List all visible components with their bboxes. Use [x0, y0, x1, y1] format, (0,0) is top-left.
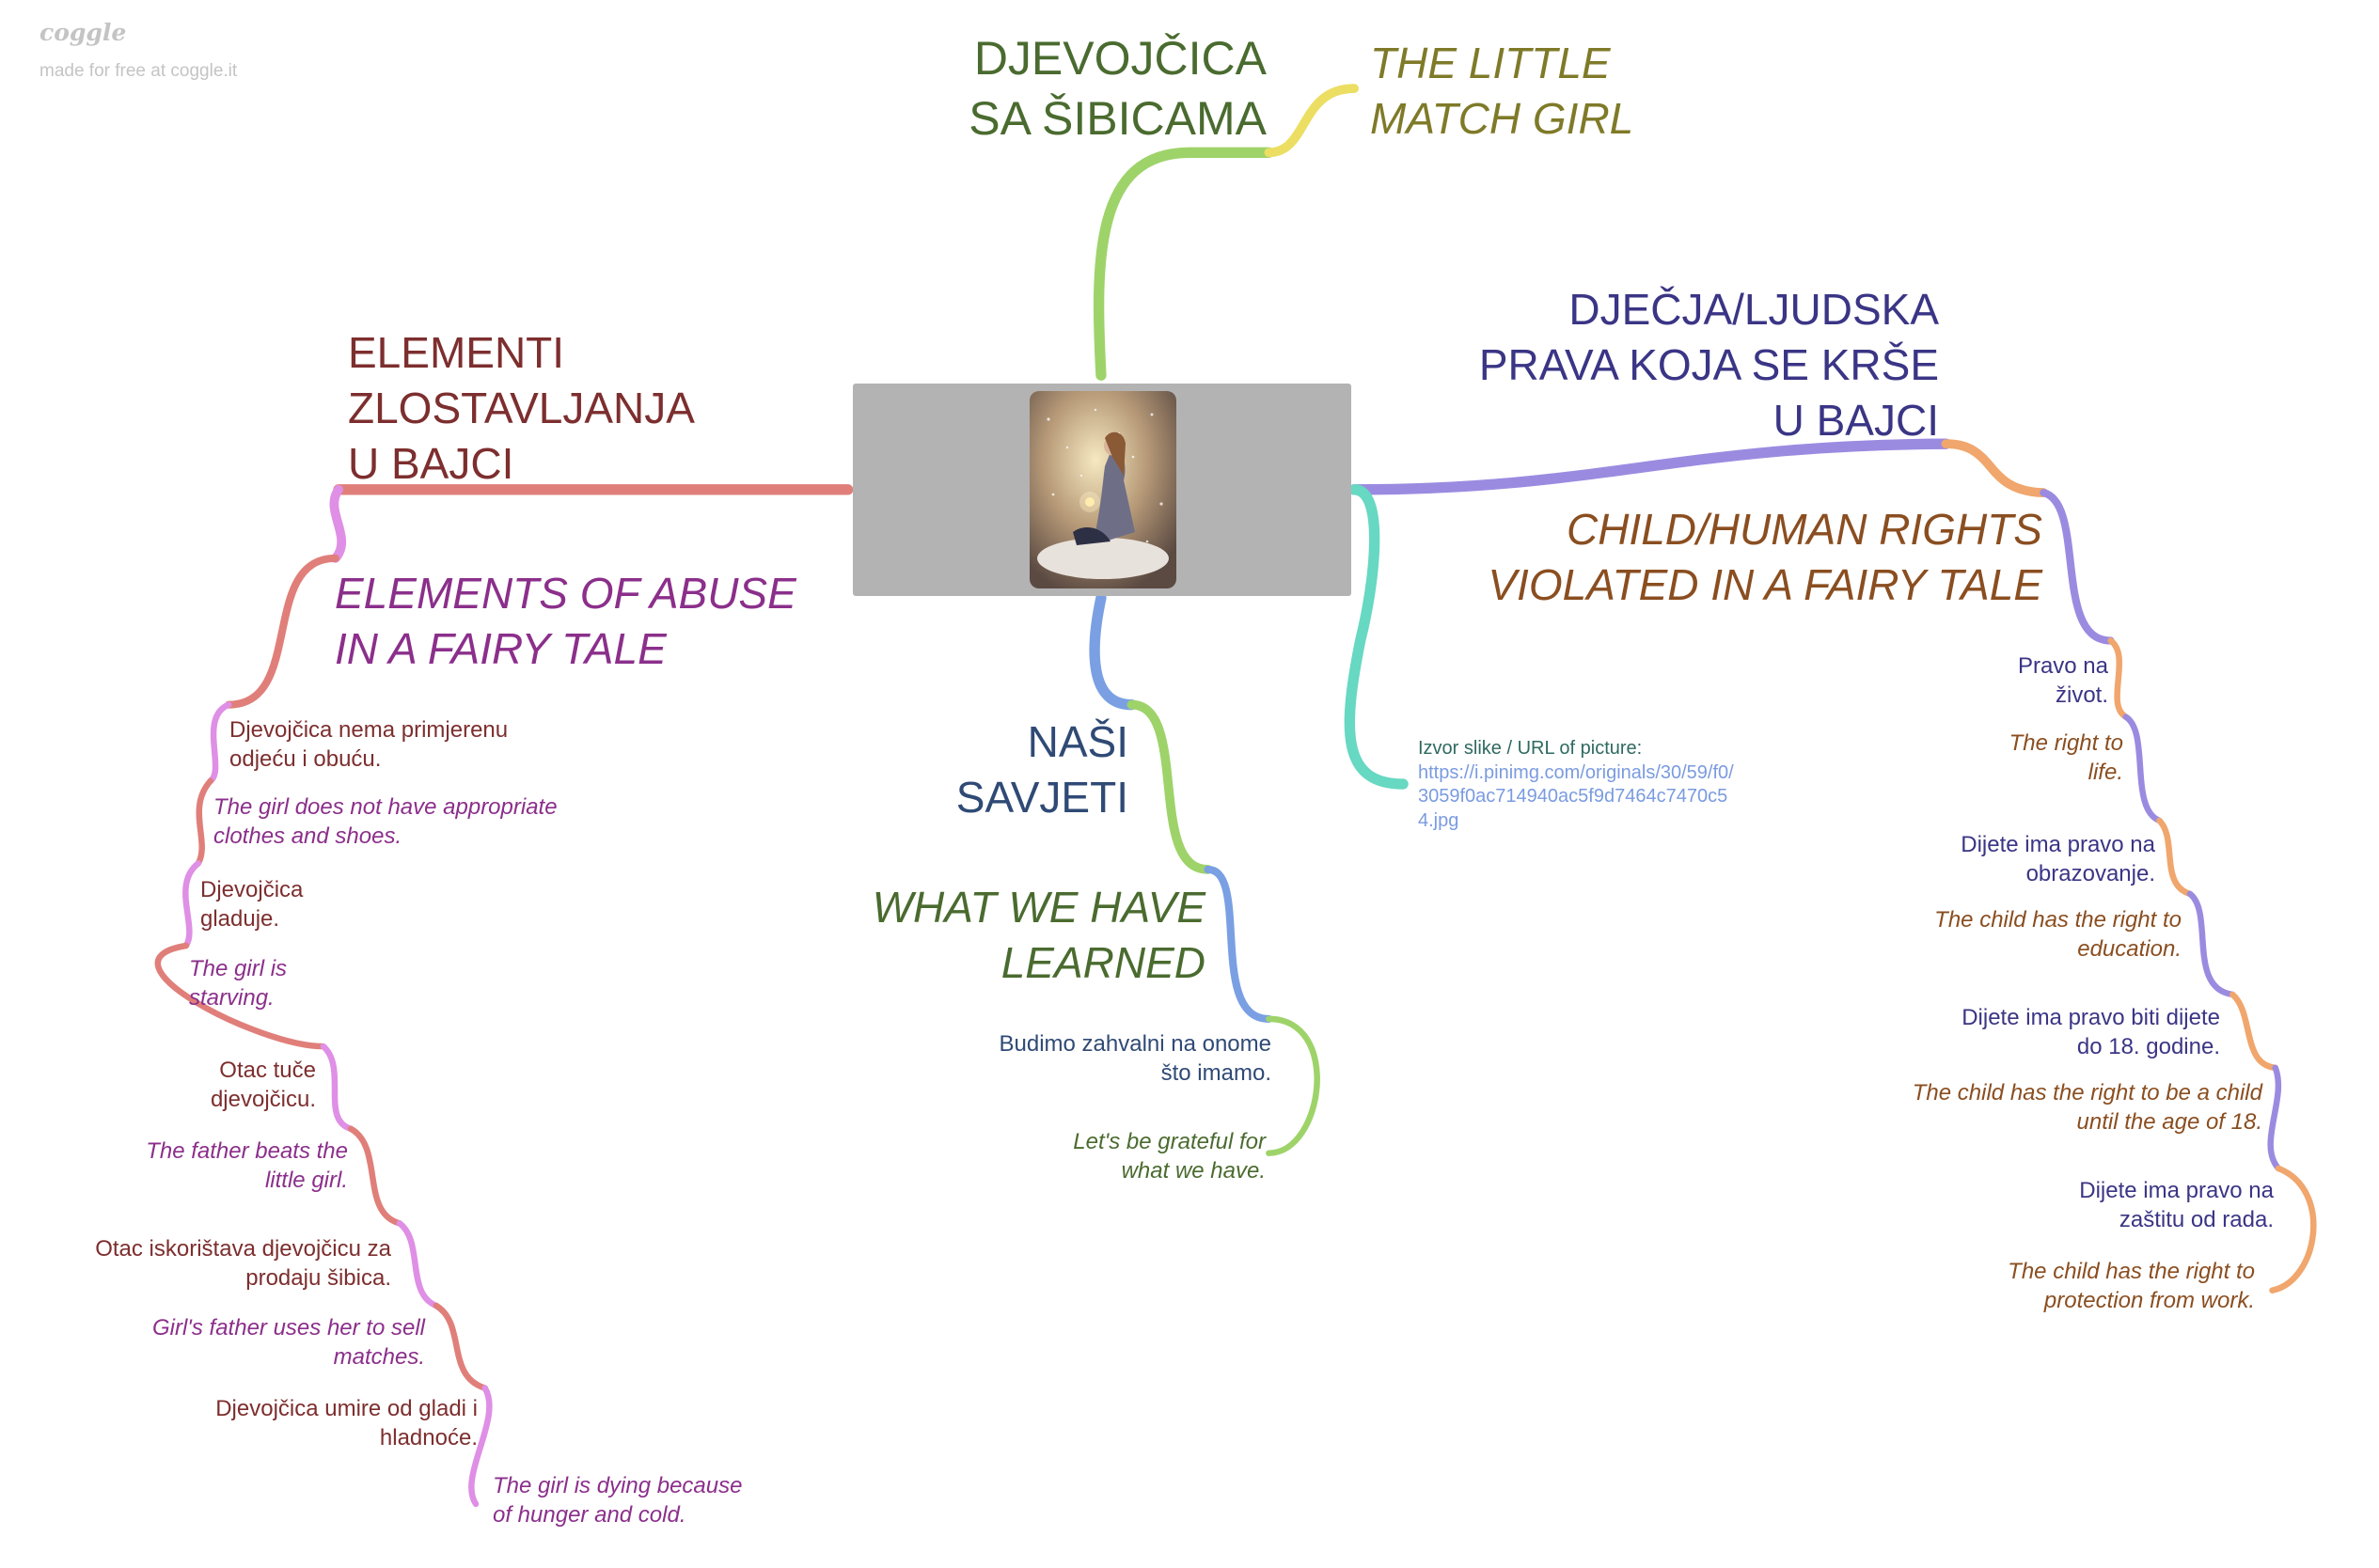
- branch-abuse-en: [329, 484, 347, 563]
- branch-rights-1-en: [2107, 637, 2130, 720]
- branch-rights-3: [2186, 890, 2236, 998]
- abuse-heading-croatian[interactable]: ELEMENTI ZLOSTAVLJANJA U BAJCI: [348, 328, 695, 488]
- abuse-item-5-english[interactable]: The girl is dying because of hunger and …: [493, 1473, 743, 1528]
- branch-abuse-4: [347, 1125, 403, 1227]
- rights-item-3-english[interactable]: The child has the right to be a child un…: [1912, 1080, 2262, 1135]
- abuse-item-4-english[interactable]: Girl's father uses her to sell matches.: [151, 1315, 425, 1370]
- branch-advice-1-en: [1266, 1015, 1320, 1156]
- abuse-heading-english[interactable]: ELEMENTS OF ABUSE IN A FAIRY TALE: [335, 569, 796, 673]
- advice-heading-croatian[interactable]: NAŠI SAVJETI: [955, 717, 1128, 822]
- image-source-link-line-1[interactable]: https://i.pinimg.com/originals/30/59/f0/: [1418, 761, 1734, 783]
- watermark-text: made for free at coggle.it: [39, 61, 238, 81]
- match-girl-illustration: [1030, 391, 1176, 588]
- branch-abuse-3: [154, 942, 327, 1050]
- rights-item-1-english[interactable]: The right to life.: [2009, 730, 2123, 785]
- branch-rights: [1348, 438, 1952, 495]
- rights-item-2-english[interactable]: The child has the right to education.: [1934, 907, 2182, 962]
- branch-rights-4: [2267, 1064, 2282, 1172]
- branch-advice-stem: [1204, 865, 1273, 1023]
- branch-abuse-5-en: [468, 1385, 493, 1508]
- branch-abuse-stem: [225, 554, 339, 709]
- abuse-item-3-english[interactable]: The father beats the little girl.: [146, 1138, 348, 1193]
- branch-title-en: [1264, 84, 1360, 158]
- image-source-label: Izvor slike / URL of picture:: [1418, 738, 1643, 759]
- rights-heading-croatian[interactable]: DJEČJA/LJUDSKA PRAVA KOJA SE KRŠE U BAJC…: [1478, 285, 1939, 445]
- advice-item-1-croatian[interactable]: Budimo zahvalni na onome što imamo.: [999, 1031, 1271, 1086]
- branch-abuse-2-en: [182, 860, 202, 949]
- branch-rights-stem: [2040, 489, 2115, 645]
- branch-advice: [1089, 592, 1138, 711]
- rights-item-4-english[interactable]: The child has the right to protection fr…: [2008, 1259, 2255, 1313]
- branch-source: [1344, 484, 1409, 790]
- branch-abuse-2: [195, 777, 214, 867]
- branch-title: [1093, 147, 1275, 381]
- coggle-logo: coggle: [39, 19, 127, 46]
- rights-item-4-croatian[interactable]: Dijete ima pravo na zaštitu od rada.: [2079, 1178, 2274, 1232]
- abuse-item-3-croatian[interactable]: Otac tuče djevojčicu.: [210, 1058, 316, 1112]
- advice-item-1-english[interactable]: Let's be grateful for what we have.: [1073, 1129, 1266, 1184]
- branch-advice-en: [1126, 699, 1213, 874]
- abuse-item-2-english[interactable]: The girl is starving.: [189, 956, 288, 1011]
- coggle-watermark[interactable]: coggle made for free at coggle.it: [39, 19, 237, 82]
- rights-item-2-croatian[interactable]: Dijete ima pravo na obrazovanje.: [1961, 832, 2155, 886]
- title-english[interactable]: THE LITTLE MATCH GIRL: [1370, 39, 1634, 143]
- abuse-item-4-croatian[interactable]: Otac iskorištava djevojčicu za prodaju š…: [95, 1236, 391, 1291]
- branch-abuse-3-en: [320, 1043, 354, 1132]
- abuse-item-1-croatian[interactable]: Djevojčica nema primjerenu odjeću i obuć…: [229, 717, 509, 772]
- image-source-node[interactable]: Izvor slike / URL of picture: https://i.…: [1418, 737, 1734, 833]
- title-croatian[interactable]: DJEVOJČICA SA ŠIBICAMA: [969, 32, 1267, 145]
- rights-heading-english[interactable]: CHILD/HUMAN RIGHTS VIOLATED IN A FAIRY T…: [1488, 505, 2042, 609]
- rights-item-1-croatian[interactable]: Pravo na život.: [2017, 653, 2108, 708]
- abuse-item-2-croatian[interactable]: Djevojčica gladuje.: [200, 877, 304, 932]
- branch-abuse-1-en: [207, 701, 232, 785]
- abuse-item-5-croatian[interactable]: Djevojčica umire od gladi i hladnoće.: [215, 1396, 478, 1450]
- image-source-link-line-2[interactable]: 3059f0ac714940ac5f9d7464c7470c5: [1418, 786, 1728, 808]
- rights-item-3-croatian[interactable]: Dijete ima pravo biti dijete do 18. godi…: [1961, 1005, 2220, 1059]
- branch-abuse-5: [433, 1302, 488, 1391]
- branch-rights-2: [2122, 713, 2163, 824]
- branch-rights-3-en: [2229, 991, 2278, 1072]
- branch-rights-en: [1941, 439, 2049, 497]
- branch-rights-2-en: [2156, 817, 2194, 898]
- branch-abuse-4-en: [396, 1220, 440, 1309]
- abuse-item-1-english[interactable]: The girl does not have appropriate cloth…: [213, 794, 558, 849]
- image-source-link-line-3[interactable]: 4.jpg: [1418, 809, 1459, 831]
- advice-heading-english[interactable]: WHAT WE HAVE LEARNED: [872, 883, 1205, 987]
- branch-rights-4-en: [2269, 1165, 2317, 1294]
